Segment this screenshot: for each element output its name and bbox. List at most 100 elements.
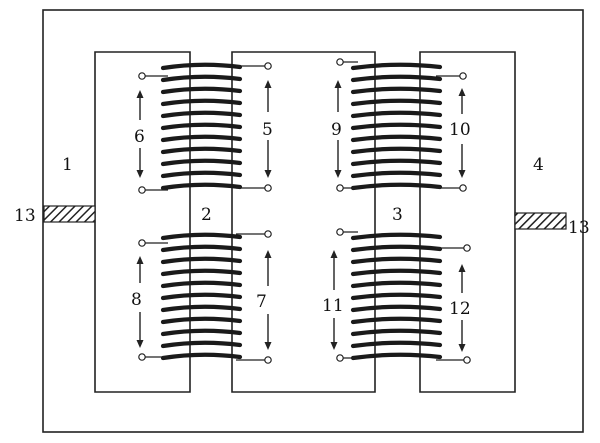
coil-turn: [350, 340, 443, 349]
coil-turn: [160, 170, 243, 179]
coil-turn: [350, 110, 443, 119]
terminal-dot: [264, 230, 272, 238]
core-label-2: 2: [201, 205, 212, 225]
coil-turn: [350, 146, 443, 155]
arrow-head-down: [136, 340, 144, 348]
arrow-head-down: [330, 342, 338, 350]
terminal-dot: [463, 356, 471, 364]
coil-turn: [160, 328, 243, 337]
winding-label-10: 10: [449, 120, 471, 140]
terminal-dot: [459, 184, 467, 192]
terminal-dot: [463, 244, 471, 252]
coil-turn: [160, 352, 243, 361]
coil-turn: [350, 62, 443, 71]
coil-turn: [350, 134, 443, 143]
core-label-3: 3: [392, 205, 403, 225]
terminal-dot: [138, 353, 146, 361]
terminal-dot: [336, 354, 344, 362]
arrow-head-up: [264, 80, 272, 88]
winding-label-6: 6: [134, 127, 145, 147]
coil-turn: [160, 232, 243, 241]
terminal-dot: [459, 72, 467, 80]
terminal-dot: [264, 184, 272, 192]
lead-11-top: [336, 228, 358, 236]
lead-5-bottom: [236, 184, 272, 192]
terminal-dot: [336, 228, 344, 236]
coil-turn: [350, 244, 443, 253]
arrow-head-up: [458, 264, 466, 272]
terminal-dot: [138, 186, 146, 194]
lead-10-bottom: [436, 184, 467, 192]
lead-7-bottom: [236, 356, 272, 364]
coil-turn: [160, 244, 243, 253]
arrow-head-up: [458, 88, 466, 96]
coil-turn: [160, 280, 243, 289]
rod-left: [43, 205, 96, 223]
winding-label-8: 8: [131, 290, 142, 310]
coil-turn: [160, 316, 243, 325]
lead-6-top: [138, 72, 168, 80]
coil-turn: [350, 182, 443, 191]
outer-frame: [42, 9, 584, 433]
lead-7-top: [236, 230, 272, 238]
coil-turn: [350, 268, 443, 277]
lead-12-top: [436, 244, 471, 252]
window-right: [419, 51, 516, 393]
coil-turn: [350, 122, 443, 131]
winding-label-12: 12: [449, 299, 471, 319]
arrows-group: [136, 80, 466, 352]
arrow-8: [136, 256, 144, 348]
coil-turn: [160, 122, 243, 131]
rod-label-right: 13: [568, 218, 590, 238]
lead-8-bottom: [138, 353, 168, 361]
coil-turn: [160, 340, 243, 349]
arrow-head-up: [330, 250, 338, 258]
lead-8-top: [138, 239, 168, 247]
arrow-head-down: [334, 170, 342, 178]
winding-label-11: 11: [322, 296, 344, 316]
coil-turn: [350, 328, 443, 337]
window-center: [231, 51, 376, 393]
arrow-9: [334, 80, 342, 178]
lead-5-top: [236, 62, 272, 70]
coil-turn: [350, 86, 443, 95]
coil-turn: [350, 158, 443, 167]
lead-6-bottom: [138, 186, 168, 194]
lead-11-bottom: [336, 354, 358, 362]
arrow-12: [458, 264, 466, 352]
rod-right: [514, 212, 567, 230]
coil-turn: [160, 74, 243, 83]
coil-upper-left: [160, 62, 243, 191]
coil-upper-right: [350, 62, 443, 191]
coil-turn: [160, 86, 243, 95]
arrow-7: [264, 250, 272, 350]
terminal-dot: [264, 62, 272, 70]
coil-turn: [160, 134, 243, 143]
arrow-head-down: [264, 342, 272, 350]
coil-turn: [350, 170, 443, 179]
arrow-10: [458, 88, 466, 178]
coil-turn: [350, 304, 443, 313]
core-label-4: 4: [533, 155, 544, 175]
coil-turn: [350, 232, 443, 241]
winding-label-7: 7: [256, 292, 267, 312]
arrow-head-up: [264, 250, 272, 258]
lead-9-bottom: [336, 184, 358, 192]
coils-group: [138, 58, 471, 364]
arrow-head-up: [136, 90, 144, 98]
coil-turn: [160, 292, 243, 301]
rod-label-left: 13: [14, 206, 36, 226]
coil-turn: [350, 74, 443, 83]
coil-turn: [350, 292, 443, 301]
winding-label-5: 5: [262, 120, 273, 140]
arrow-head-down: [264, 170, 272, 178]
arrow-5: [264, 80, 272, 178]
core-label-1: 1: [62, 155, 73, 175]
arrow-11: [330, 250, 338, 350]
coil-turn: [160, 182, 243, 191]
window-left: [94, 51, 191, 393]
arrow-6: [136, 90, 144, 178]
coil-turn: [350, 280, 443, 289]
